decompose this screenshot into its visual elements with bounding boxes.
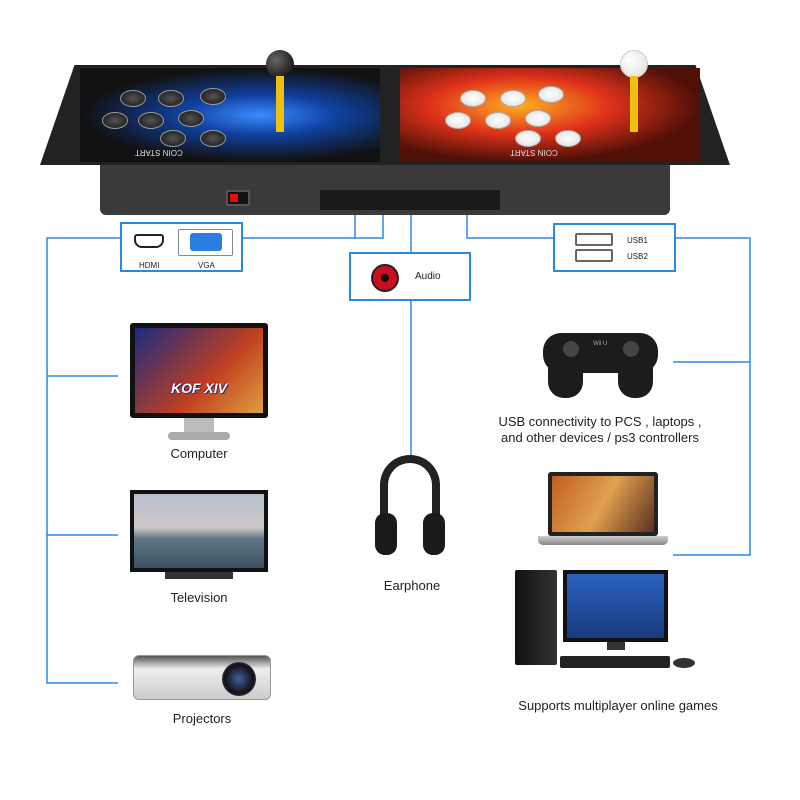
controller-label-line1: USB connectivity to PCS , laptops , <box>498 414 702 429</box>
audio-jack-icon <box>371 264 399 292</box>
video-ports-box: HDMI VGA <box>120 222 243 272</box>
coin-start-left: COIN START <box>135 148 183 157</box>
joystick-left[interactable] <box>266 50 294 78</box>
usb1-icon <box>575 233 613 246</box>
headphones-image <box>375 455 445 560</box>
computer-label: Computer <box>170 446 228 461</box>
usb2-label: USB2 <box>627 252 648 261</box>
coin-start-right: COIN START <box>510 148 558 157</box>
usb2-icon <box>575 249 613 262</box>
desktop-pc-image <box>515 570 700 680</box>
hdmi-label: HDMI <box>139 261 160 270</box>
monitor-game-title: KOF XIV <box>170 380 227 396</box>
usb1-label: USB1 <box>627 236 648 245</box>
audio-label: Audio <box>415 271 441 282</box>
usb-ports-box: USB1 USB2 <box>553 223 676 272</box>
earphone-label: Earphone <box>383 578 441 593</box>
arcade-console: COIN START COIN START <box>40 50 730 220</box>
blue-flame-art <box>80 68 380 162</box>
television-label: Television <box>170 590 228 605</box>
port-panel <box>320 190 500 210</box>
multiplayer-label: Supports multiplayer online games <box>518 698 718 713</box>
vga-icon <box>178 229 233 256</box>
television-image <box>130 490 268 572</box>
projector-image <box>133 655 271 700</box>
controller-brand: Wii U <box>593 341 608 347</box>
vga-label: VGA <box>198 261 215 270</box>
controller-label-line2: and other devices / ps3 controllers <box>501 430 699 445</box>
gamepad-image: Wii U <box>543 323 658 398</box>
computer-monitor-image: KOF XIV <box>130 323 268 418</box>
hdmi-icon <box>134 234 164 248</box>
audio-port-box: Audio <box>349 252 471 301</box>
laptop-image <box>548 472 658 536</box>
projectors-label: Projectors <box>172 711 232 726</box>
power-switch[interactable] <box>226 190 250 206</box>
joystick-right[interactable] <box>620 50 648 78</box>
